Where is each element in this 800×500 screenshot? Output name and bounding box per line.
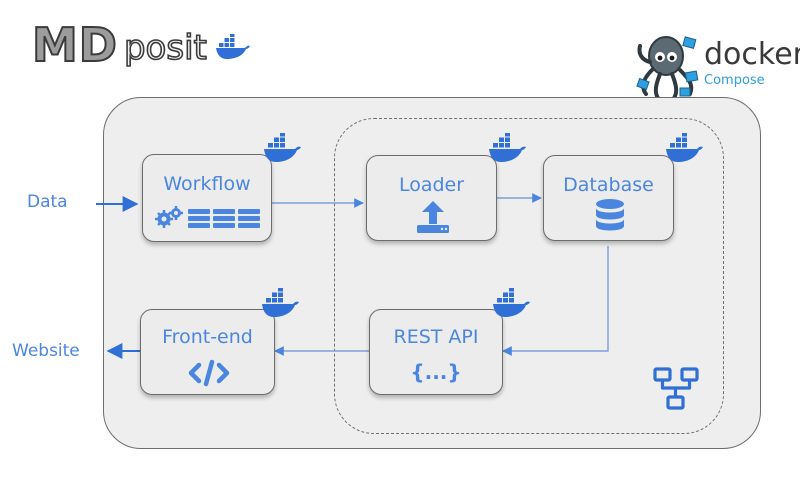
frontend-label: Front-end [162,326,253,348]
database-icon [596,199,624,231]
octopus-icon [636,36,699,100]
json-braces-icon: {...} [410,360,462,384]
rest-api-label: REST API [393,326,479,348]
docker-whale-icon [493,288,530,317]
docker-wordmark: docker [704,37,800,72]
docker-whale-icon [264,133,301,162]
mdposit-logo: MD posit [31,18,251,72]
database-label: Database [563,174,654,196]
docker-whale-icon [215,34,250,59]
docker-whale-icon [262,288,299,317]
network-icon [653,367,699,410]
frontend-service: Front-end [140,309,275,395]
loader-service: Loader [366,155,497,241]
logo-posit-text: posit [123,28,207,68]
database-service: Database [543,155,674,241]
loader-label: Loader [398,174,465,196]
docker-compose-logo: docker Compose [636,32,800,102]
workflow-label: Workflow [163,173,251,195]
logo-md-text: MD [31,18,118,72]
code-icon [188,359,230,387]
upload-icon [417,201,449,233]
website-output-label: Website [12,341,80,361]
docker-whale-icon [489,133,526,162]
internal-network-group [334,118,724,434]
data-input-label: Data [27,192,68,212]
arrow-database-to-restapi [502,246,609,356]
compose-wordmark: Compose [704,73,765,88]
docker-whale-icon [666,133,703,162]
gears-and-servers-icon [155,206,260,228]
rest-api-service: REST API {...} [369,309,503,395]
workflow-service: Workflow [142,154,272,242]
